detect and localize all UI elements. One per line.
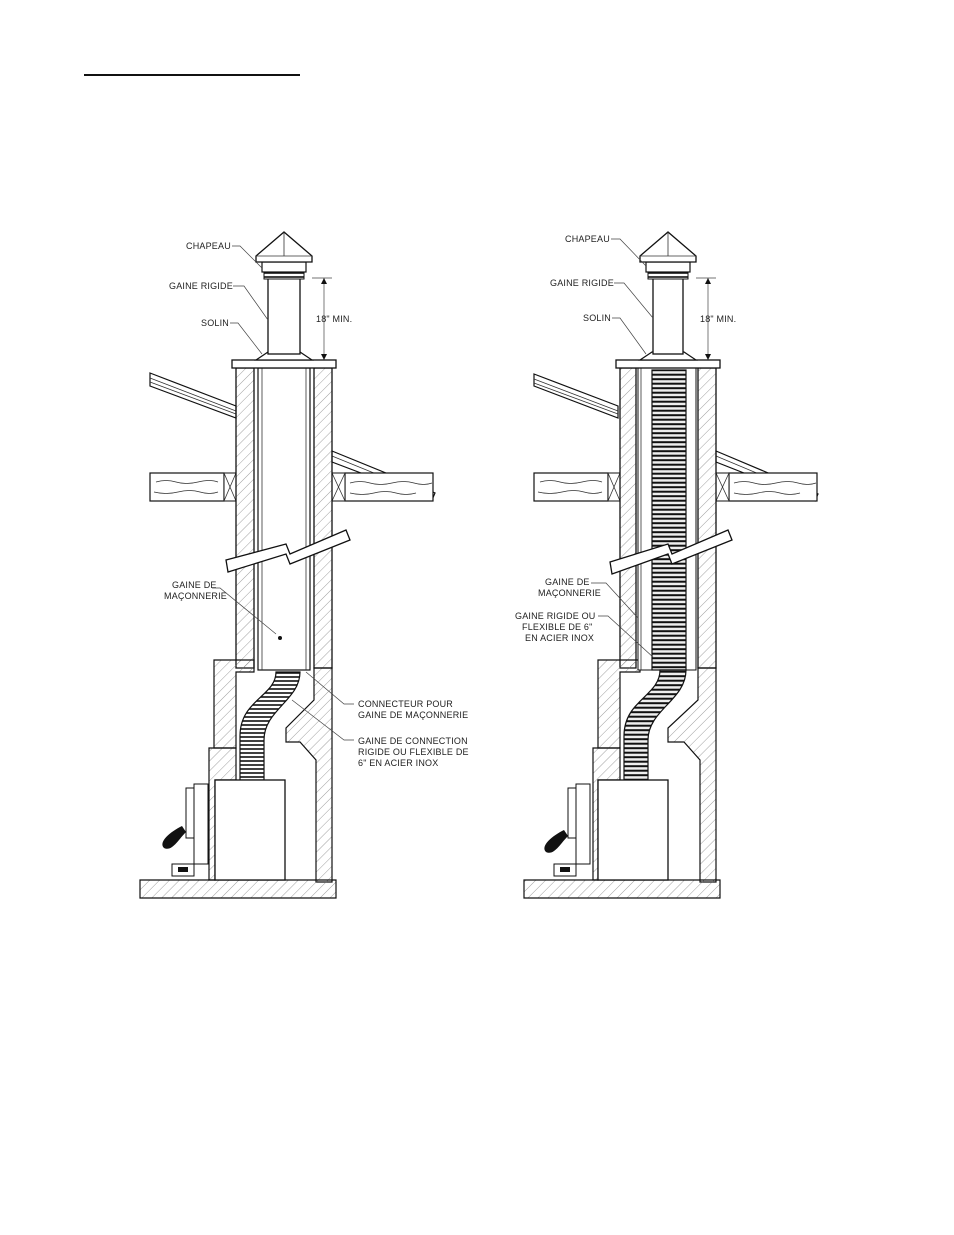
right-joist-left <box>533 472 621 502</box>
left-flex-label-1: GAINE DE CONNECTION <box>358 736 468 746</box>
right-flex-label-2: FLEXIBLE DE 6" <box>522 622 593 632</box>
right-stove <box>544 779 669 881</box>
left-masonry-liner <box>257 367 311 671</box>
left-figure: 18" MIN. CHAPEAU GAINE RIGIDE SOLIN GAIN… <box>139 231 469 899</box>
right-liner-label-1: GAINE DE <box>545 577 590 587</box>
right-cap-label: CHAPEAU <box>565 234 610 244</box>
left-connector-label-2: GAINE DE MAÇONNERIE <box>358 710 468 720</box>
left-liner-dot <box>278 636 282 640</box>
left-flex-label-3: 6" EN ACIER INOX <box>358 758 438 768</box>
right-figure: 18" MIN. CHAPEAU GAINE RIGIDE SOLIN GAIN… <box>515 231 819 899</box>
left-liner-label-1: GAINE DE <box>172 580 217 590</box>
right-cap <box>639 231 697 280</box>
left-stove <box>162 779 286 881</box>
right-joist-right <box>715 472 818 502</box>
left-flashing-label: SOLIN <box>201 318 229 328</box>
right-break-line <box>609 529 733 575</box>
right-masonry <box>523 367 721 899</box>
left-cap-label: CHAPEAU <box>186 241 231 251</box>
left-rigid-label: GAINE RIGIDE <box>169 281 233 291</box>
left-flex-label-2: RIGIDE OU FLEXIBLE DE <box>358 747 469 757</box>
left-cap <box>255 231 313 280</box>
right-roof-left <box>533 373 619 419</box>
left-liner-label-2: MAÇONNERIE <box>164 591 227 601</box>
left-connector-label-1: CONNECTEUR POUR <box>358 699 453 709</box>
left-joist-left <box>149 472 237 502</box>
left-joist-right <box>331 472 434 502</box>
right-clearance-dimension: 18" MIN. <box>696 277 736 360</box>
left-clearance-dimension: 18" MIN. <box>312 277 352 360</box>
left-break-line <box>225 529 351 573</box>
left-rigid-pipe <box>267 277 301 355</box>
right-flashing-label: SOLIN <box>583 313 611 323</box>
left-crown <box>231 359 337 369</box>
left-clearance-label: 18" MIN. <box>316 314 352 324</box>
right-crown <box>615 359 721 369</box>
right-stainless-liner <box>651 369 687 671</box>
left-roof-left <box>149 372 237 419</box>
right-flex-label-1: GAINE RIGIDE OU <box>515 611 596 621</box>
right-clearance-label: 18" MIN. <box>700 314 736 324</box>
right-flex-label-3: EN ACIER INOX <box>525 633 594 643</box>
right-liner-label-2: MAÇONNERIE <box>538 588 601 598</box>
right-rigid-pipe <box>652 277 684 355</box>
right-rigid-label: GAINE RIGIDE <box>550 278 614 288</box>
